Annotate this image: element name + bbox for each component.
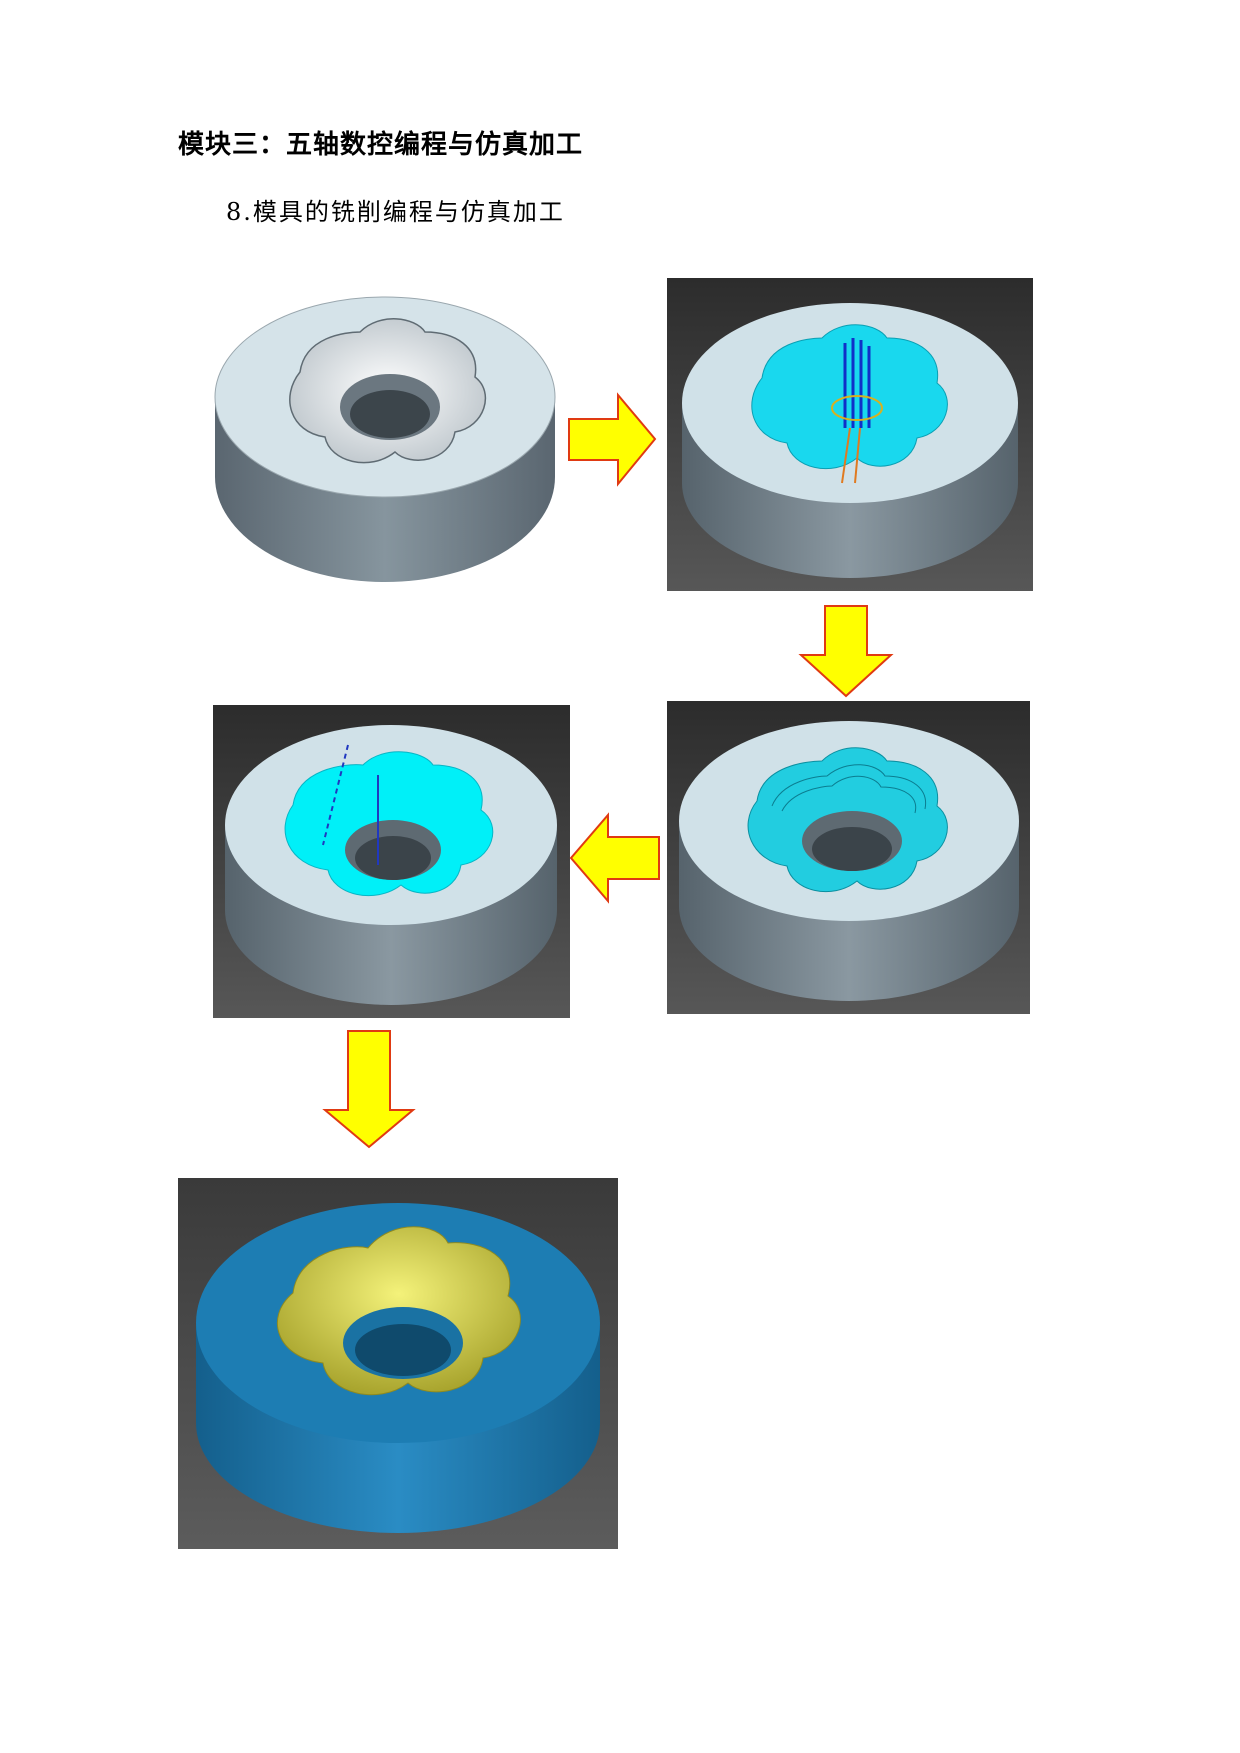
module-title: 模块三：五轴数控编程与仿真加工 (178, 130, 584, 160)
section-title: 8.模具的铣削编程与仿真加工 (226, 198, 565, 226)
figure-drive-surface (213, 705, 570, 1018)
arrow-right-icon (566, 392, 658, 487)
figure-toolpath-tool (667, 278, 1033, 591)
arrow-down-icon (322, 1028, 416, 1150)
figure-part-model (210, 292, 560, 587)
arrow-left-icon (568, 812, 662, 904)
figure-finish-toolpath (667, 701, 1030, 1014)
figure-simulation-result (178, 1178, 618, 1549)
arrow-down-icon (798, 603, 894, 699)
